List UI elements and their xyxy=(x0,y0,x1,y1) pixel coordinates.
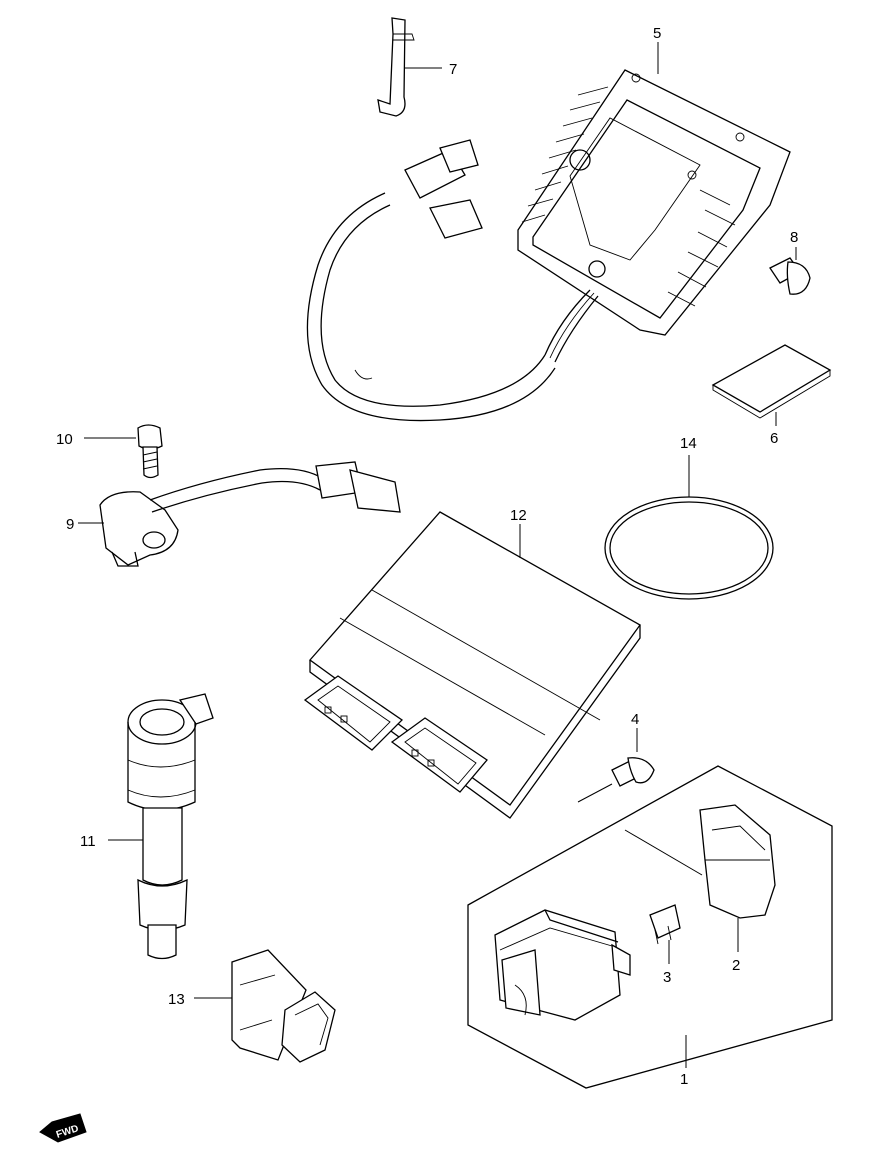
part-11-ignition-coil[interactable] xyxy=(108,693,214,960)
part-8-screw[interactable] xyxy=(769,247,811,295)
part-4-bolt[interactable] xyxy=(611,728,655,787)
label-1: 1 xyxy=(680,1071,688,1088)
label-5: 5 xyxy=(653,25,661,42)
part-1-kit-outline xyxy=(467,765,833,1089)
part-1-relay[interactable] xyxy=(494,909,631,1021)
part-9-sensor[interactable] xyxy=(78,461,401,567)
part-6-pad[interactable] xyxy=(711,344,832,426)
label-13: 13 xyxy=(168,991,185,1008)
part-12-ecu[interactable] xyxy=(303,511,641,819)
label-7: 7 xyxy=(449,61,457,78)
part-2-cover[interactable] xyxy=(699,804,776,952)
part-5-regulator[interactable] xyxy=(306,42,791,422)
label-12: 12 xyxy=(510,507,527,524)
label-14: 14 xyxy=(680,435,697,452)
fwd-arrow-icon: FWD xyxy=(39,1113,87,1143)
part-13-connector[interactable] xyxy=(194,949,336,1063)
label-9: 9 xyxy=(66,516,74,533)
part-14-o-ring[interactable] xyxy=(604,455,774,600)
label-6: 6 xyxy=(770,430,778,447)
label-8: 8 xyxy=(790,229,798,246)
label-2: 2 xyxy=(732,957,740,974)
label-11: 11 xyxy=(80,833,96,850)
part-10-bolt[interactable] xyxy=(84,424,163,479)
part-7-clip[interactable] xyxy=(377,17,442,117)
part-3-fuse[interactable] xyxy=(649,904,681,964)
label-4: 4 xyxy=(631,711,639,728)
label-10: 10 xyxy=(56,431,73,448)
label-3: 3 xyxy=(663,969,671,986)
